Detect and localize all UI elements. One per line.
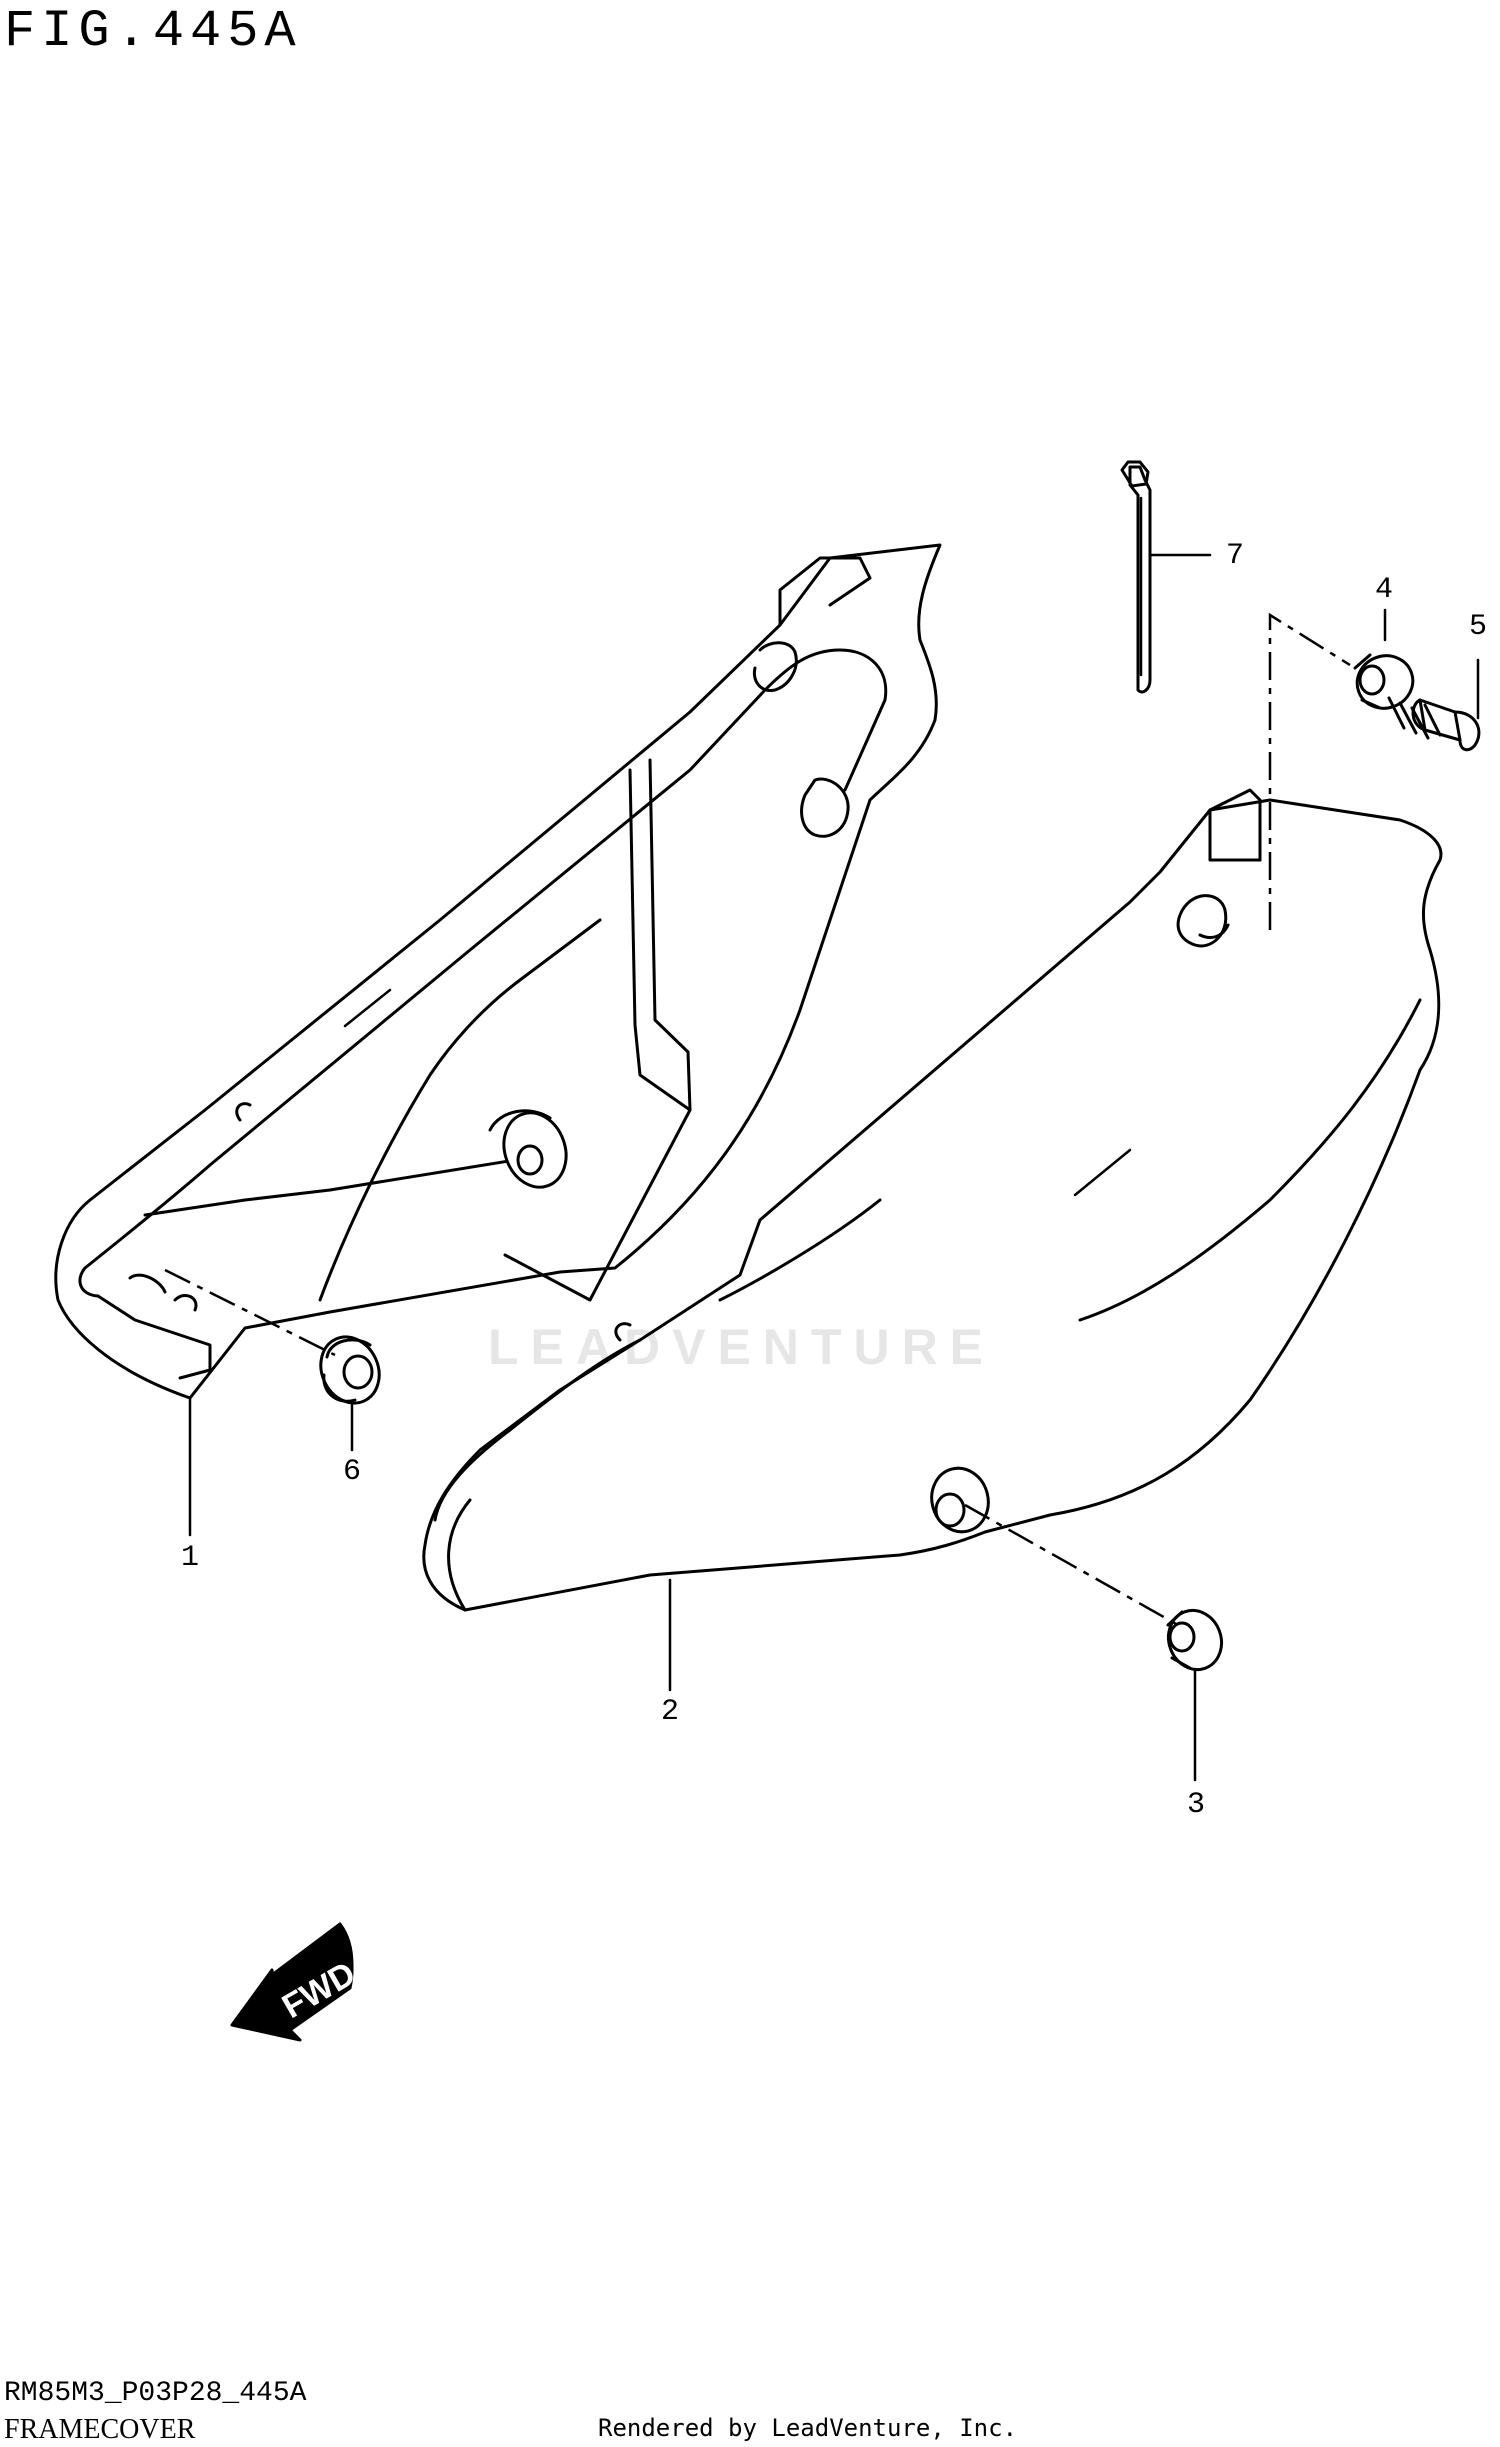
callout-5: 5 [1468, 610, 1488, 644]
assembly-line-6 [164, 1268, 336, 1357]
callout-6: 6 [342, 1455, 362, 1489]
callout-2: 2 [660, 1695, 680, 1729]
render-credit: Rendered by LeadVenture, Inc. [598, 2414, 1018, 2442]
callout-3: 3 [1186, 1788, 1206, 1822]
assembly-line-3 [964, 1503, 1179, 1627]
part-6-bushing [319, 1335, 381, 1405]
figure-title: FIG.445A [4, 2, 302, 61]
assembly-line-4 [1268, 612, 1351, 930]
callout-4: 4 [1374, 573, 1394, 607]
diagram-code: RM85M3_P03P28_445A [4, 2378, 307, 2409]
callout-1: 1 [180, 1541, 200, 1575]
callout-7: 7 [1225, 539, 1245, 573]
diagram-name: FRAMECOVER [4, 2414, 196, 2445]
part-1-left-frame-cover [54, 543, 942, 1400]
part-3-grommet [1166, 1608, 1223, 1672]
watermark-text: LEADVENTURE [488, 1319, 996, 1375]
part-7-cable-tie [1120, 460, 1152, 694]
part-5-bolt [1387, 696, 1481, 752]
part-2-right-frame-cover [422, 788, 1443, 1612]
fwd-arrow-icon: FWD [230, 1922, 362, 2042]
part-4-washer [1353, 653, 1415, 710]
